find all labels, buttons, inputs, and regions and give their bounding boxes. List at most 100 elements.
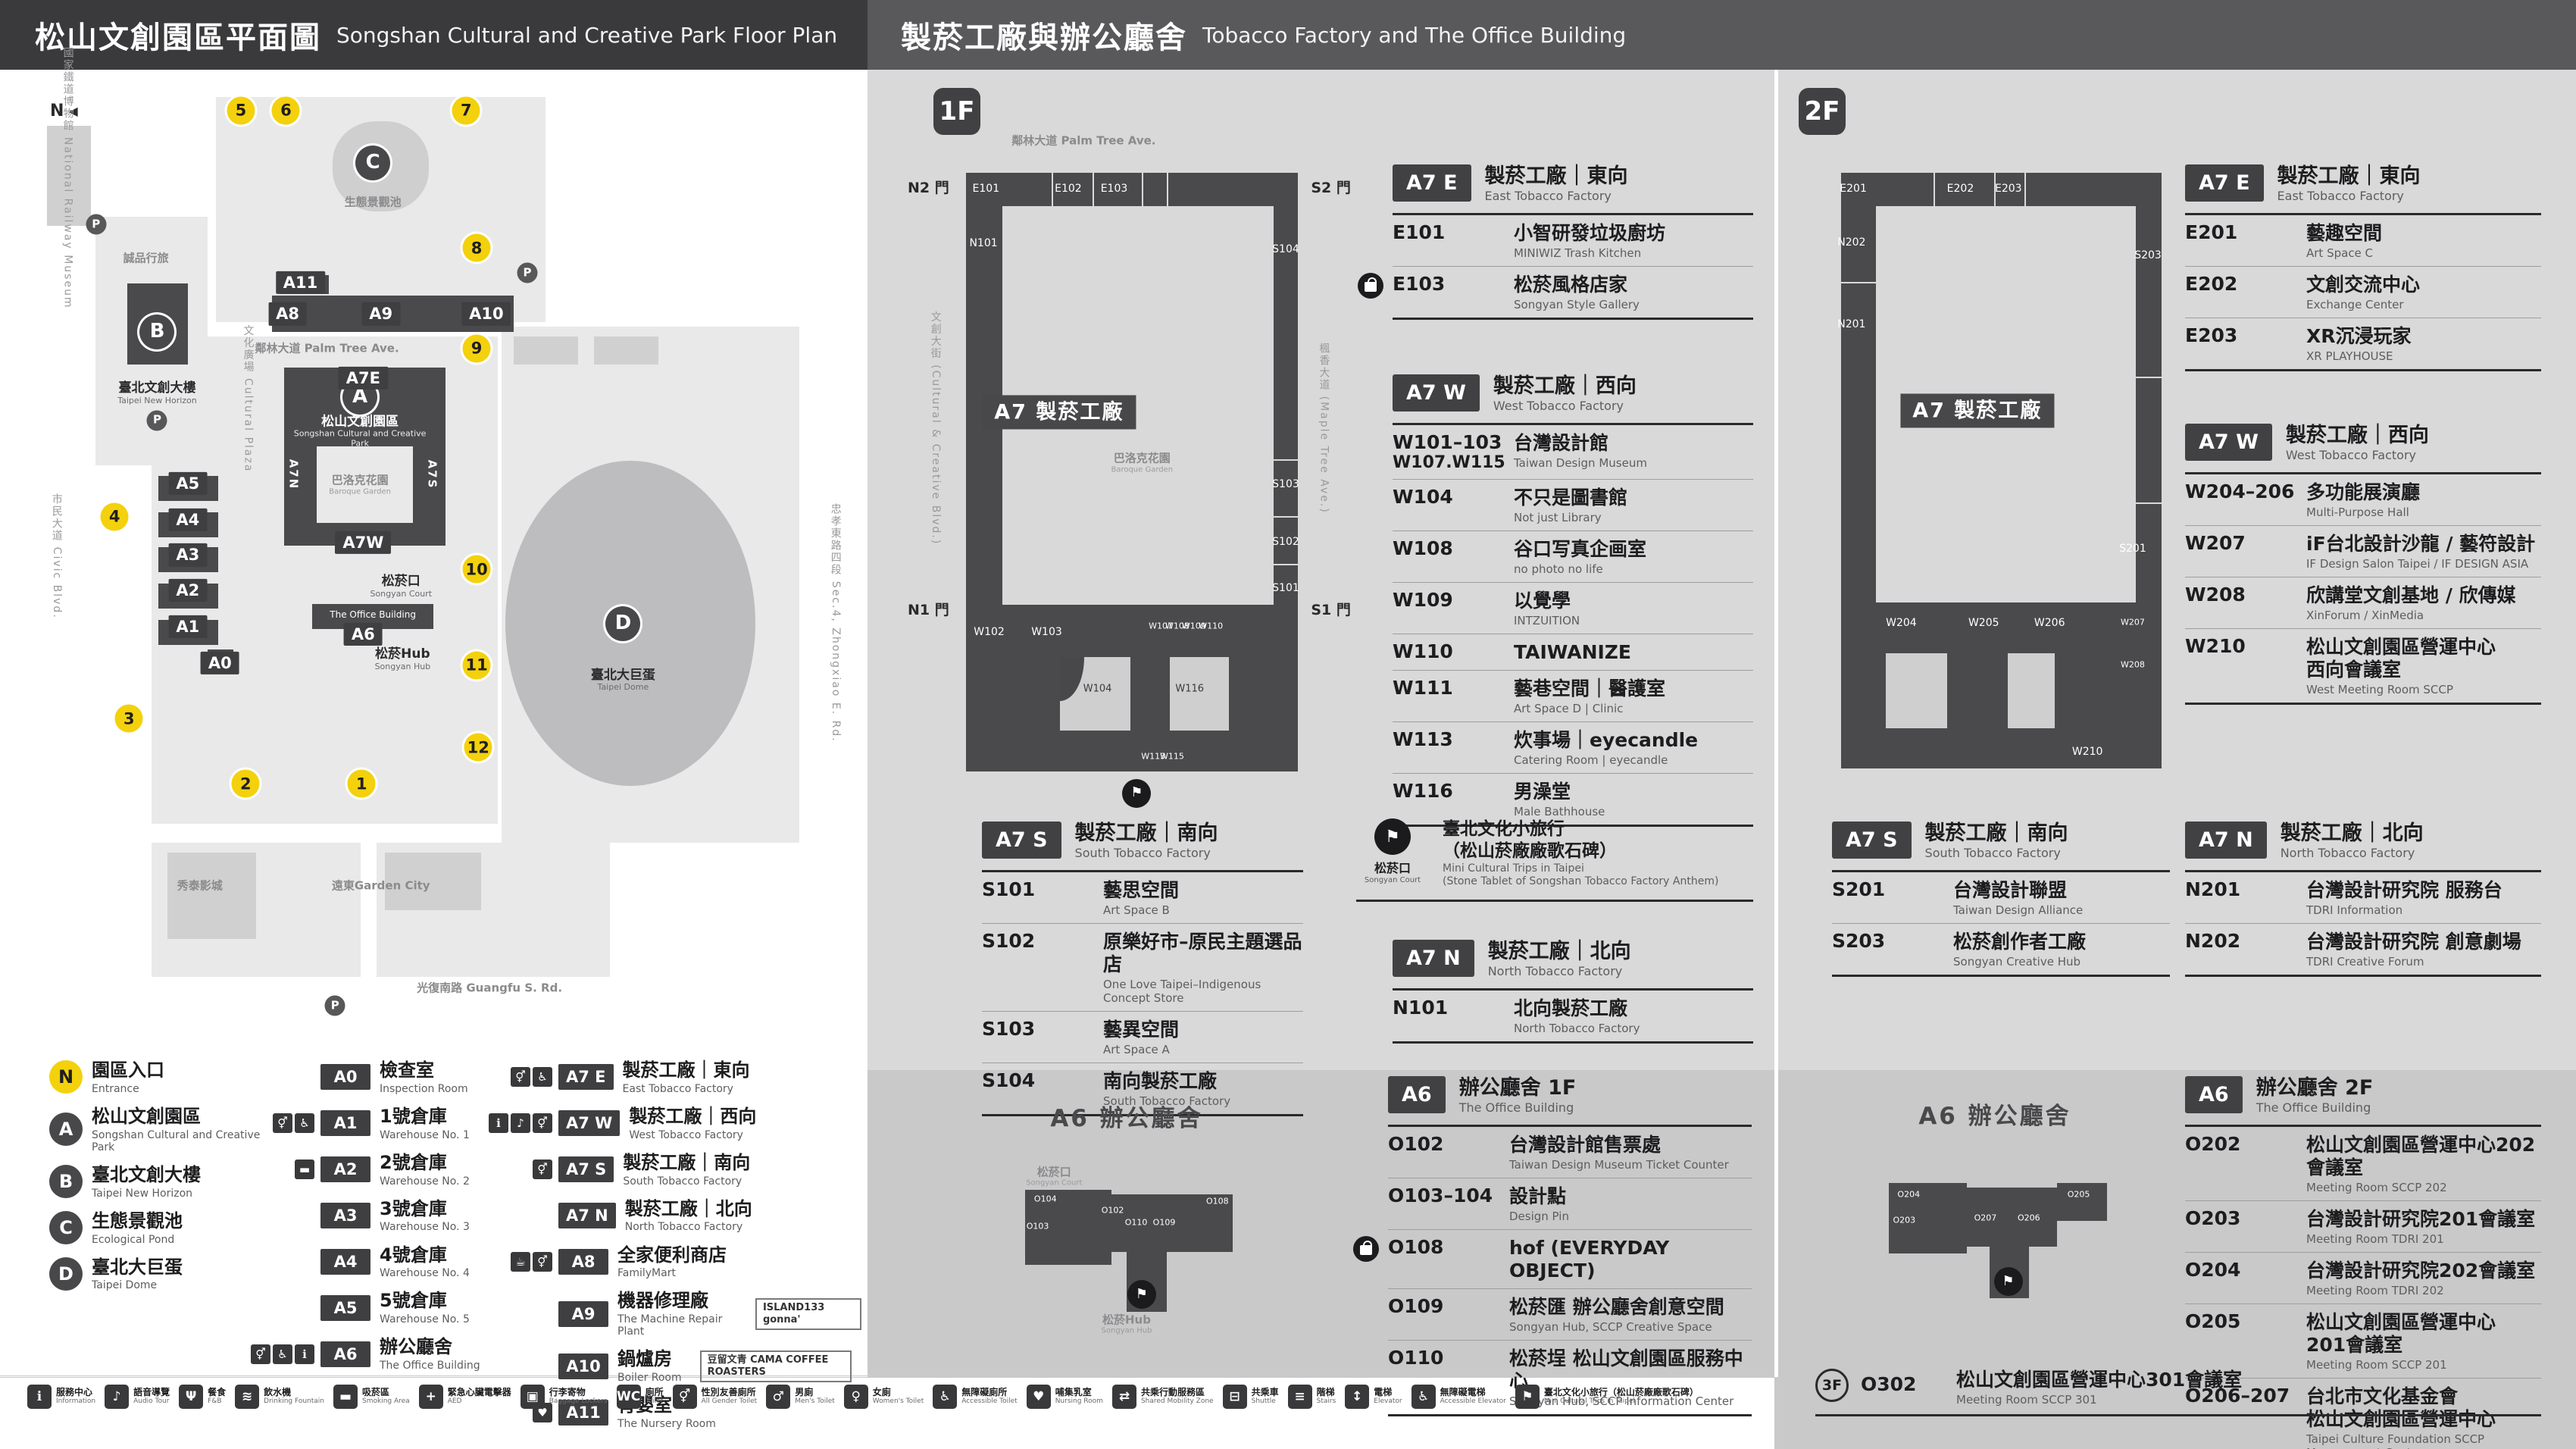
marker-W102: W102 (974, 625, 1005, 638)
marker-1: 1 (347, 769, 376, 798)
marker-生態景觀池: 生態景觀池 (344, 195, 402, 209)
section-badge: A7 S (1832, 822, 1912, 859)
songyan-court-label-zh: 松菸口 (1374, 861, 1411, 875)
hotel-block-2 (594, 336, 659, 365)
legend-icons: ⚥♿ (511, 1067, 552, 1088)
marker-鄰林大道 Palm Tree Ave.: 鄰林大道 Palm Tree Ave. (1011, 133, 1156, 148)
marker-The Office Building: The Office Building (330, 609, 416, 621)
marker-6: 6 (271, 96, 300, 125)
section-name-zh: 製菸工廠｜北向 (1487, 940, 1631, 963)
marker-A3: A3 (168, 543, 208, 567)
marker-遠東Garden City: 遠東Garden City (331, 878, 430, 893)
information-icon: ℹ (295, 1344, 314, 1364)
marker-光復南路 Guangfu S. Rd.: 光復南路 Guangfu S. Rd. (417, 981, 563, 995)
facility-glyph-icon: ℹ (27, 1385, 52, 1409)
marker-楓香大道 (Maple Tree Ave.): 楓香大道 (Maple Tree Ave.) (1318, 342, 1330, 514)
section-header: A7 E 製菸工廠｜東向 East Tobacco Factory (1393, 164, 1753, 215)
section-name-en: West Tobacco Factory (2285, 448, 2417, 463)
accessible-toilet-icon: ♿ (295, 1113, 314, 1134)
marker-O207: O207 (1974, 1213, 1997, 1223)
marker-N1 門: N1 門 (908, 602, 949, 619)
marker-N201: N201 (1837, 318, 1866, 331)
building-code-badge: A7 N (558, 1203, 616, 1229)
section-name-en: North Tobacco Factory (1487, 964, 1623, 979)
section-header: A7 S 製菸工廠｜南向 South Tobacco Factory (982, 822, 1303, 872)
accessible-toilet-icon: ♿ (533, 1067, 552, 1088)
section-name-en: East Tobacco Factory (2277, 189, 2404, 204)
section-name-zh: 製菸工廠｜南向 (1074, 822, 1218, 845)
marker-E202: E202 (1946, 183, 1974, 196)
marker-W107: W107 (1149, 621, 1173, 632)
legend-marker-icon: C (49, 1211, 83, 1245)
facility-glyph-icon: + (418, 1385, 443, 1409)
marker-A7N: A7N (286, 459, 301, 490)
building-code-badge: A2 (320, 1156, 370, 1183)
section-badge: A6 (1388, 1076, 1446, 1113)
facility-glyph-icon: ▬ (333, 1385, 358, 1409)
mini-trips-icon: ⚑ (1374, 818, 1411, 855)
court-note-zh1: 臺北文化小旅行 (1443, 819, 1565, 839)
marker-A6 辦公廳舍: A6 辦公廳舍 (1050, 1105, 1203, 1133)
floor-3f-badge: 3F (1815, 1369, 1849, 1402)
section-a7s-2f: A7 S 製菸工廠｜南向 South Tobacco Factory S201 … (1832, 822, 2170, 977)
section-badge: A7 E (1393, 164, 1471, 202)
directory-entry: O108 hof (EVERYDAY OBJECT) (1353, 1230, 1752, 1289)
marker-S101: S101 (1272, 581, 1299, 594)
toilet-icon: ⚥ (251, 1344, 270, 1364)
building-code-badge: A0 (320, 1064, 370, 1091)
facility-glyph-icon: Ψ (179, 1385, 204, 1409)
coffee-icon: ☕ (511, 1252, 530, 1272)
section-name-zh: 製菸工廠｜東向 (2277, 164, 2421, 188)
room-name-en: Meeting Room SCCP 301 (1956, 1393, 2097, 1407)
legend-icons: ⚥♿ℹ (251, 1344, 314, 1364)
section-a7s-1f: A7 S 製菸工廠｜南向 South Tobacco Factory S101 … (982, 822, 1303, 1116)
marker-E102: E102 (1055, 183, 1082, 196)
section-name-en: South Tobacco Factory (1924, 846, 2061, 861)
section-header: A7 N 製菸工廠｜北向 North Tobacco Factory (1393, 940, 1753, 991)
marker-市民大道 Civic Blvd.: 市民大道 Civic Blvd. (50, 493, 63, 619)
section-name-en: North Tobacco Factory (2280, 846, 2415, 861)
marker-O109: O109 (1152, 1218, 1176, 1228)
facility-glyph-icon: ♪ (105, 1385, 130, 1409)
facility-glyph-icon: ≋ (235, 1385, 260, 1409)
marker-4: 4 (100, 502, 129, 531)
marker-A7E: A7E (338, 366, 388, 390)
section-name-zh: 製菸工廠｜西向 (2285, 424, 2429, 447)
building-code-badge: A7 W (558, 1110, 621, 1137)
section-header: A7 E 製菸工廠｜東向 East Tobacco Factory (2185, 164, 2541, 215)
section-name-zh: 製菸工廠｜南向 (1924, 822, 2068, 845)
